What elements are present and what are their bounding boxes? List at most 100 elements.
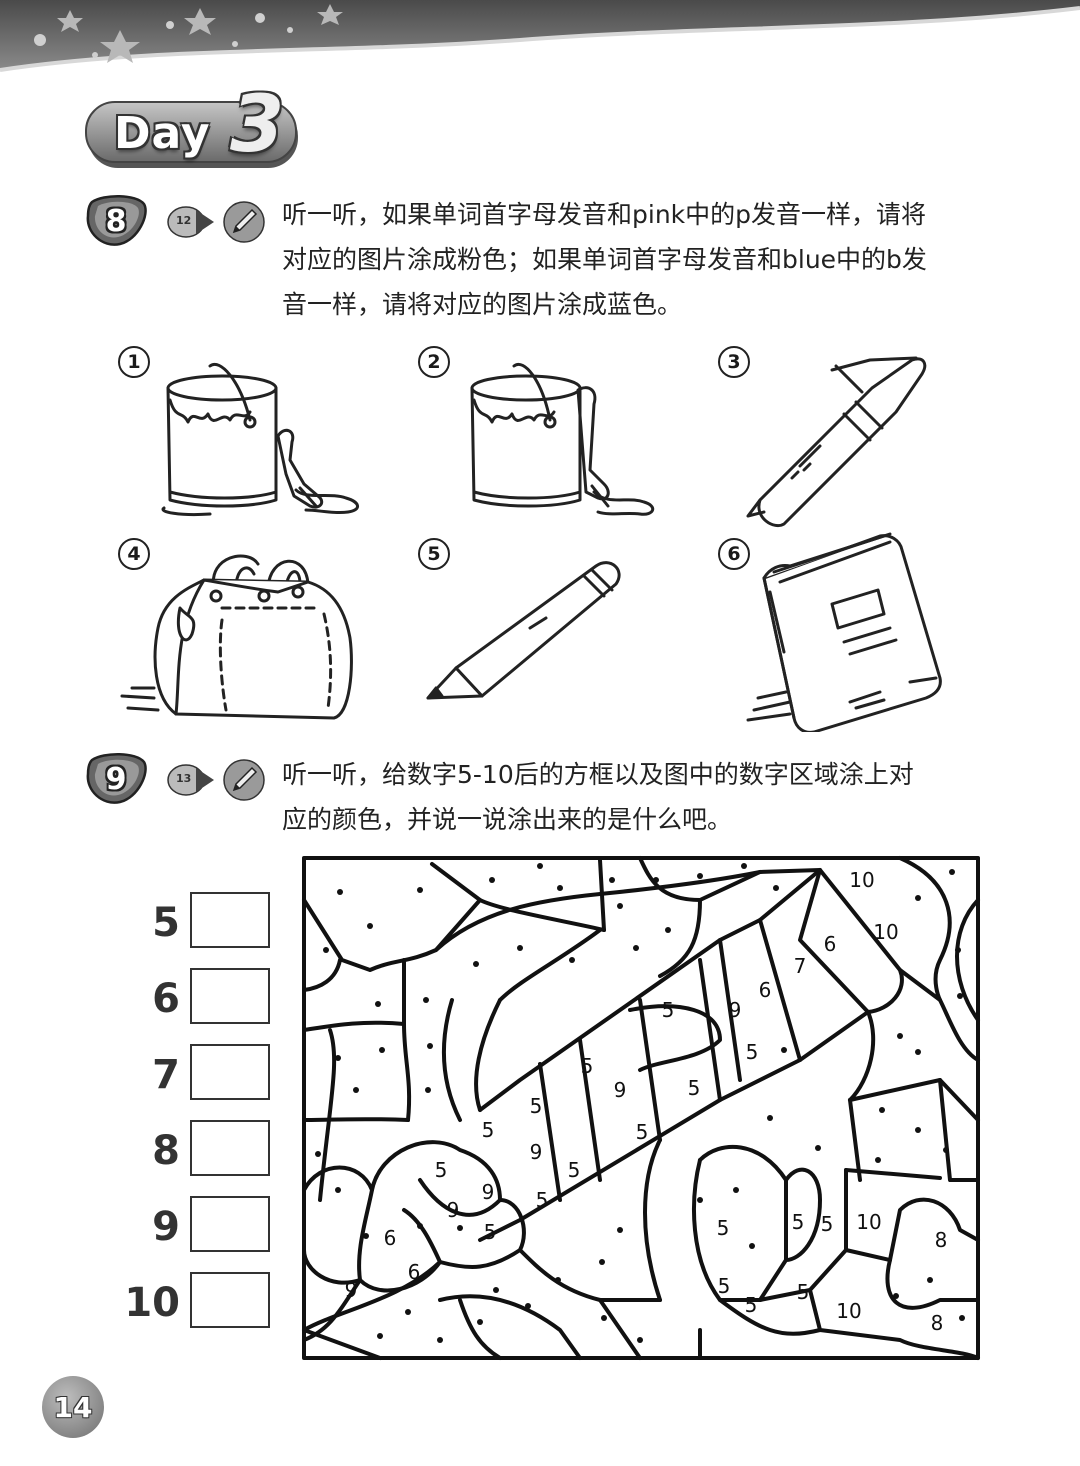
puzzle-dot: [897, 1033, 903, 1039]
puzzle-dot: [741, 863, 747, 869]
puzzle-dot: [955, 947, 961, 953]
color-key-box[interactable]: [190, 892, 270, 948]
puzzle-dot: [323, 947, 329, 953]
puzzle-dot: [915, 895, 921, 901]
color-key-label: 10: [124, 1280, 180, 1326]
puzzle-region-number: 5: [435, 1158, 448, 1182]
puzzle-dot: [637, 1337, 643, 1343]
puzzle-dot: [375, 1001, 381, 1007]
puzzle-dot: [457, 1225, 463, 1231]
puzzle-region-number: 9: [447, 1198, 460, 1222]
puzzle-dot: [733, 1187, 739, 1193]
puzzle-dot: [315, 1151, 321, 1157]
puzzle-region-number: 8: [935, 1228, 948, 1252]
color-key-box[interactable]: [190, 1044, 270, 1100]
puzzle-region-number: 5: [717, 1216, 730, 1240]
puzzle-region-number: 5: [821, 1212, 834, 1236]
puzzle-region-number: 8: [931, 1311, 944, 1335]
audio-track-icon[interactable]: 13: [166, 762, 216, 798]
book-icon[interactable]: [740, 532, 950, 732]
puzzle-region-number: 5: [797, 1280, 810, 1304]
puzzle-dot: [363, 1233, 369, 1239]
puzzle-region-number: 5: [581, 1054, 594, 1078]
puzzle-dot: [335, 1055, 341, 1061]
color-key-label: 9: [152, 1204, 180, 1250]
puzzle-region-number: 5: [662, 998, 675, 1022]
exercise-8-instruction: 听一听，如果单词首字母发音和pink中的p发音一样，请将 对应的图片涂成粉色；如…: [282, 200, 927, 319]
puzzle-region-number: 5: [530, 1094, 543, 1118]
bag-icon[interactable]: [118, 548, 358, 728]
puzzle-dot: [417, 887, 423, 893]
puzzle-region-number: 5: [484, 1220, 497, 1244]
puzzle-dot: [815, 1145, 821, 1151]
puzzle-dot: [425, 1087, 431, 1093]
puzzle-dot: [665, 927, 671, 933]
puzzle-dot: [525, 1303, 531, 1309]
day-number: 3: [230, 80, 285, 170]
puzzle-region-number: 6: [759, 978, 772, 1002]
puzzle-dot: [555, 1277, 561, 1283]
puzzle-dot: [749, 1243, 755, 1249]
color-key-label: 6: [152, 976, 180, 1022]
puzzle-region-number: 5: [482, 1118, 495, 1142]
color-key-label: 8: [152, 1128, 180, 1174]
puzzle-dot: [875, 1157, 881, 1163]
puzzle-region-number: 5: [745, 1293, 758, 1317]
color-key-label: 5: [152, 900, 180, 946]
puzzle-region-number: 10: [836, 1299, 861, 1323]
puzzle-region-number: 9: [482, 1180, 495, 1204]
puzzle-region-number: 5: [792, 1210, 805, 1234]
puzzle-dot: [653, 877, 659, 883]
day-badge: Day 3: [84, 80, 304, 172]
puzzle-region-number: 6: [824, 932, 837, 956]
puzzle-dot: [569, 957, 575, 963]
color-key-box[interactable]: [190, 968, 270, 1024]
pencil-icon[interactable]: [420, 548, 640, 708]
puzzle-region-number: 6: [408, 1260, 421, 1284]
puzzle-region-number: 10: [856, 1210, 881, 1234]
header-star-band: [0, 0, 1080, 72]
item-number-4: 4: [118, 538, 150, 570]
puzzle-dot: [915, 1049, 921, 1055]
puzzle-dot: [697, 873, 703, 879]
page-number: 14: [53, 1390, 93, 1424]
puzzle-dot: [379, 1047, 385, 1053]
puzzle-region-number: 5: [568, 1158, 581, 1182]
puzzle-region-number: 9: [614, 1078, 627, 1102]
puzzle-dot: [949, 869, 955, 875]
exercise-number-badge: 9: [84, 752, 148, 806]
puzzle-region-number: 9: [729, 998, 742, 1022]
item-number-6: 6: [718, 538, 750, 570]
puzzle-dot: [633, 945, 639, 951]
pen-icon[interactable]: [740, 350, 940, 530]
color-key-box[interactable]: [190, 1120, 270, 1176]
puzzle-region-number: 9: [345, 1278, 358, 1302]
exercise-9-instruction: 听一听，给数字5-10后的方框以及图中的数字区域涂上对 应的颜色，并说一说涂出来…: [282, 760, 914, 834]
color-key-box[interactable]: [190, 1196, 270, 1252]
day-label: Day: [114, 108, 211, 159]
pencil-write-icon: [223, 201, 265, 243]
puzzle-dot: [601, 1315, 607, 1321]
color-key-box[interactable]: [190, 1272, 270, 1328]
puzzle-region-number: 5: [718, 1274, 731, 1298]
paint-bucket-brush-icon[interactable]: [458, 360, 688, 520]
puzzle-dot: [473, 961, 479, 967]
item-number-5: 5: [418, 538, 450, 570]
puzzle-region-number: 5: [536, 1188, 549, 1212]
puzzle-dot: [599, 1259, 605, 1265]
color-key-label: 7: [152, 1052, 180, 1098]
audio-track-icon[interactable]: 12: [166, 204, 216, 240]
puzzle-dot: [915, 1127, 921, 1133]
page-number-badge: 14: [42, 1376, 104, 1438]
puzzle-region-number: 5: [636, 1120, 649, 1144]
puzzle-region-number: 10: [873, 920, 898, 944]
puzzle-region-number: 7: [794, 954, 807, 978]
puzzle-dot: [353, 1087, 359, 1093]
puzzle-dot: [335, 1187, 341, 1193]
puzzle-dot: [517, 945, 523, 951]
puzzle-region-number: 5: [746, 1040, 759, 1064]
paint-bucket-brush-icon[interactable]: [150, 360, 380, 520]
puzzle-dot: [489, 877, 495, 883]
puzzle-dot: [437, 1337, 443, 1343]
